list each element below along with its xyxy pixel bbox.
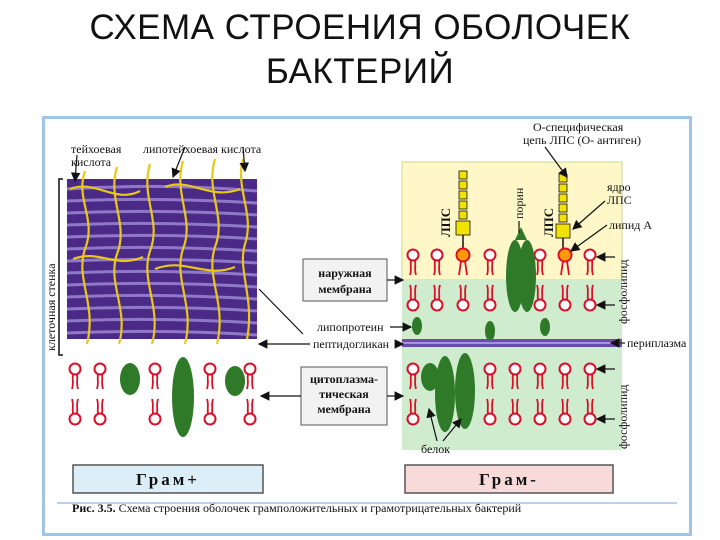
lipoprotein-label: липопротеин <box>317 320 384 334</box>
gram-negative-envelope <box>402 170 622 432</box>
gram-positive-box: Грам+ <box>72 464 264 494</box>
teichoic-label: тейхоевая <box>71 142 122 156</box>
o-specific-label-2: цепь ЛПС (О- антиген) <box>523 133 641 147</box>
lps-left-label: ЛПС <box>438 208 453 237</box>
gram-negative-box: Грам- <box>404 464 614 494</box>
caption-prefix: Рис. 3.5. <box>72 501 116 515</box>
cell-wall-label: клеточная стенка <box>45 263 58 351</box>
lipid-a-label: липид А <box>609 218 652 232</box>
o-specific-label-1: О-специфическая <box>533 120 624 134</box>
gram-negative-label: Грам- <box>479 470 539 489</box>
cytoplasmic-label-1: цитоплазма- <box>310 372 378 386</box>
core-label-2: ЛПС <box>607 193 632 207</box>
protein-label: белок <box>421 442 450 456</box>
core-label-1: ядро <box>607 180 631 194</box>
phospholipid-bottom-label: фосфолипид <box>616 384 630 449</box>
title-line-2: БАКТЕРИЙ <box>265 52 455 91</box>
phospholipid-top-label: фосфолипид <box>616 259 630 324</box>
gram-positive-label: Грам+ <box>136 470 200 489</box>
outer-membrane-label-2: мембрана <box>318 282 371 296</box>
outer-membrane-label-1: наружная <box>318 266 372 280</box>
diagram-frame: наружная мембрана липопротеин пептидогли… <box>42 116 692 536</box>
porin-label: порин <box>512 187 526 219</box>
lps-right-label: ЛПС <box>541 208 556 237</box>
bacterial-envelope-diagram: наружная мембрана липопротеин пептидогли… <box>45 120 687 504</box>
gram-positive-cell-wall <box>66 158 258 345</box>
cytoplasmic-membrane-box: цитоплазма- тическая мембрана <box>300 366 388 426</box>
periplasm-label: периплазма <box>627 336 687 350</box>
cytoplasmic-label-2: тическая <box>319 387 369 401</box>
page-title: СХЕМА СТРОЕНИЯ ОБОЛОЧЕК БАКТЕРИЙ <box>0 6 720 94</box>
acid-label: кислота <box>71 155 112 169</box>
gram-positive-membrane <box>68 357 257 437</box>
cytoplasmic-label-3: мембрана <box>317 402 370 416</box>
title-line-1: СХЕМА СТРОЕНИЯ ОБОЛОЧЕК <box>89 8 631 47</box>
outer-membrane-box: наружная мембрана <box>302 258 388 302</box>
caption-text: Схема строения оболочек грамположительны… <box>115 501 522 515</box>
peptidoglycan-label: пептидогликан <box>313 337 390 351</box>
figure-caption: Рис. 3.5. Схема строения оболочек грампо… <box>72 501 672 516</box>
lipoteichoic-label: липотейхоевая кислота <box>143 142 262 156</box>
